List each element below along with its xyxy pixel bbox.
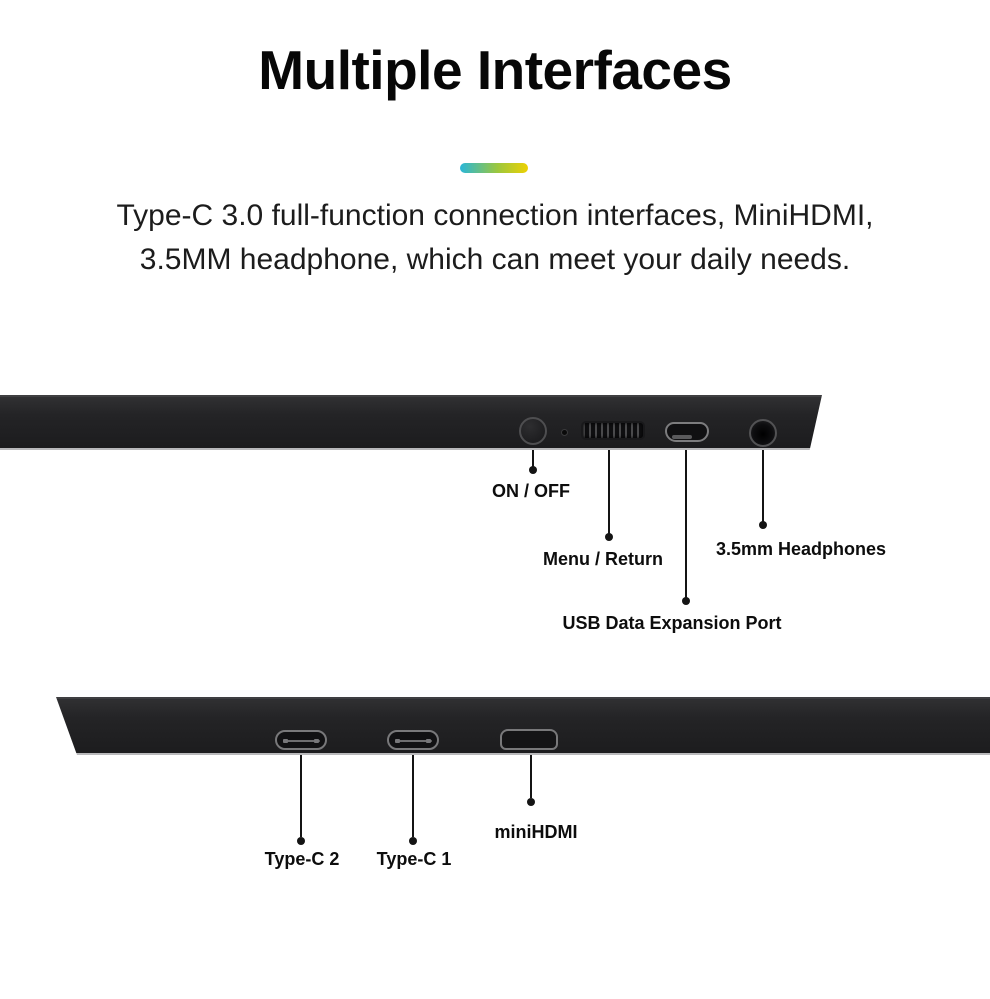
- subtitle-line-2: 3.5MM headphone, which can meet your dai…: [139, 243, 851, 276]
- type-c-2-pin-left: [283, 739, 288, 743]
- callout-line-typec2: [300, 755, 302, 837]
- callout-label-typec1: Type-C 1: [376, 849, 452, 869]
- type-c-1-pin-right: [426, 739, 431, 743]
- callout-label-headphone: 3.5mm Headphones: [715, 539, 887, 559]
- subtitle: Type-C 3.0 full-function connection inte…: [0, 194, 990, 282]
- micro-usb-port: [665, 422, 709, 442]
- callout-dot-headphone: [759, 521, 767, 529]
- callout-label-menu: Menu / Return: [543, 549, 663, 569]
- micro-usb-slot: [672, 435, 692, 439]
- callout-dot-power: [529, 466, 537, 474]
- type-c-2-pin-right: [314, 739, 319, 743]
- callout-line-headphone: [762, 450, 764, 522]
- headphone-jack: [749, 419, 777, 447]
- type-c-2-tongue: [286, 740, 320, 742]
- type-c-port-2: [275, 730, 327, 750]
- mini-hdmi-port: [500, 729, 558, 750]
- page-title: Multiple Interfaces: [258, 39, 732, 101]
- callout-dot-usb: [682, 597, 690, 605]
- callout-label-usb: USB Data Expansion Port: [562, 613, 782, 633]
- type-c-1-tongue: [398, 740, 432, 742]
- callout-dot-typec2: [297, 837, 305, 845]
- callout-label-typec2: Type-C 2: [264, 849, 340, 869]
- callout-dot-minihdmi: [527, 798, 535, 806]
- callout-dot-menu: [605, 533, 613, 541]
- callout-line-minihdmi: [530, 755, 532, 798]
- accent-underline: [460, 163, 528, 173]
- callout-line-typec1: [412, 755, 414, 837]
- callout-line-usb: [685, 450, 687, 598]
- power-button: [519, 417, 547, 445]
- indicator-led: [561, 429, 568, 436]
- callout-line-menu: [608, 450, 610, 534]
- subtitle-line-1: Type-C 3.0 full-function connection inte…: [116, 199, 874, 232]
- type-c-1-pin-left: [395, 739, 400, 743]
- type-c-port-1: [387, 730, 439, 750]
- callout-dot-typec1: [409, 837, 417, 845]
- monitor-bottom-edge: [56, 697, 990, 755]
- callout-label-power: ON / OFF: [492, 481, 570, 501]
- callout-label-minihdmi: miniHDMI: [494, 822, 578, 842]
- callout-line-power: [532, 450, 534, 467]
- menu-scroll-wheel: [583, 423, 643, 438]
